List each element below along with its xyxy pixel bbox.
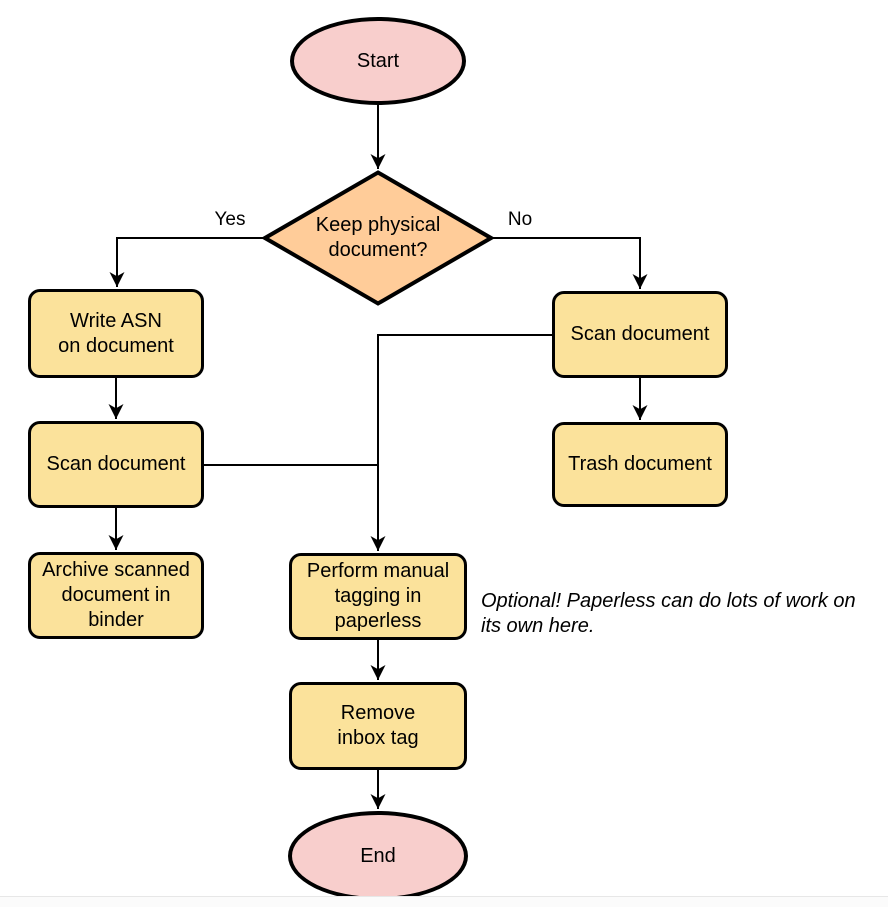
node-scan-document-right-label: Scan document	[570, 323, 710, 345]
node-archive-binder-label: Archive scanned document in binder	[42, 559, 190, 631]
node-end: End	[288, 811, 468, 901]
node-scan-document-right: Scan document	[552, 291, 728, 378]
node-start-label: Start	[356, 49, 400, 72]
node-manual-tagging: Perform manual tagging in paperless	[289, 553, 467, 640]
edge-decision-no	[490, 237, 648, 289]
edge-label-yes: Yes	[195, 207, 265, 232]
node-trash-document: Trash document	[552, 422, 728, 507]
bottom-strip	[0, 897, 888, 907]
node-manual-tagging-label: Perform manual tagging in paperless	[306, 560, 450, 632]
node-archive-binder: Archive scanned document in binder	[28, 552, 204, 639]
node-end-label: End	[360, 844, 396, 867]
edge-decision-yes	[109, 237, 266, 287]
edge-label-no: No	[485, 207, 555, 232]
node-start: Start	[290, 17, 466, 105]
diamond-icon	[262, 170, 494, 306]
edge-scanright-to-tagging	[370, 334, 552, 551]
node-remove-inbox-tag: Remove inbox tag	[289, 682, 467, 770]
node-scan-document-left: Scan document	[28, 421, 204, 508]
optional-note: Optional! Paperless can do lots of work …	[481, 590, 856, 637]
node-remove-inbox-tag-label: Remove inbox tag	[337, 702, 419, 749]
node-write-asn-label: Write ASN on document	[58, 309, 174, 357]
node-scan-document-left-label: Scan document	[46, 453, 186, 475]
node-write-asn: Write ASN on document	[28, 289, 204, 378]
node-decision-label: Keep physical document?	[315, 214, 441, 261]
page-bottom-divider	[0, 896, 888, 897]
node-decision-keep-physical: Keep physical document?	[262, 170, 494, 306]
node-trash-document-label: Trash document	[568, 453, 712, 475]
